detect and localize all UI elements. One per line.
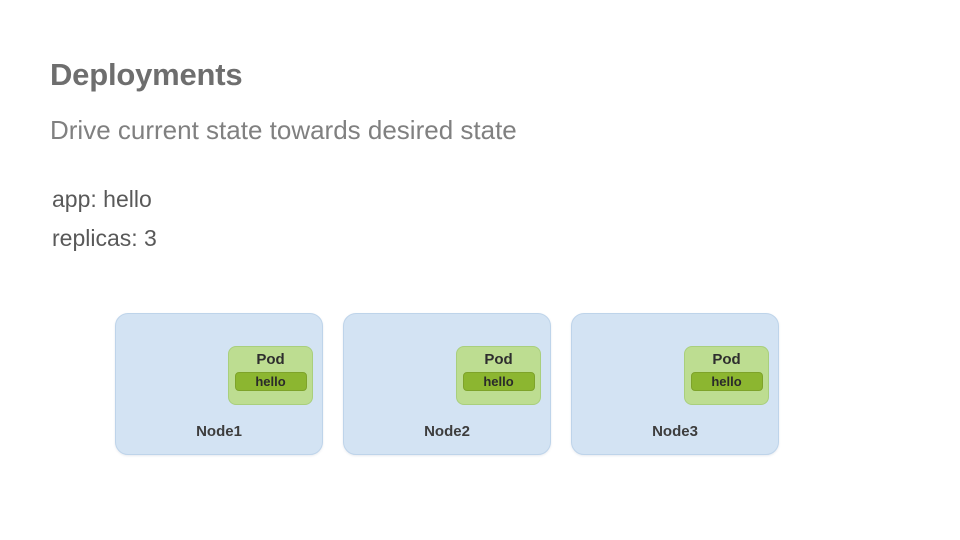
pod-box[interactable]: Pod hello: [456, 346, 541, 405]
container-chip: hello: [690, 371, 763, 391]
pod-box[interactable]: Pod hello: [684, 346, 769, 405]
node-label: Node2: [424, 423, 470, 440]
spec-line-app: app: hello: [52, 186, 152, 212]
spec-line-replicas: replicas: 3: [52, 224, 157, 251]
page-subtitle: Drive current state towards desired stat…: [50, 115, 517, 145]
node-box-1[interactable]: Pod hello Node1: [115, 313, 323, 455]
container-chip: hello: [462, 371, 535, 391]
pod-label: Pod: [256, 351, 285, 368]
pod-box[interactable]: Pod hello: [228, 346, 313, 405]
node-box-2[interactable]: Pod hello Node2: [343, 313, 551, 455]
container-chip: hello: [234, 371, 307, 391]
pod-label: Pod: [484, 351, 513, 368]
node-box-3[interactable]: Pod hello Node3: [571, 313, 779, 455]
pod-label: Pod: [712, 351, 741, 368]
nodes-row: Pod hello Node1 Pod hello Node2 Pod hell…: [115, 313, 779, 455]
node-label: Node3: [652, 423, 698, 440]
node-label: Node1: [196, 423, 242, 440]
page-title: Deployments: [50, 57, 243, 92]
deployment-spec: app: hello replicas: 3: [52, 180, 157, 257]
